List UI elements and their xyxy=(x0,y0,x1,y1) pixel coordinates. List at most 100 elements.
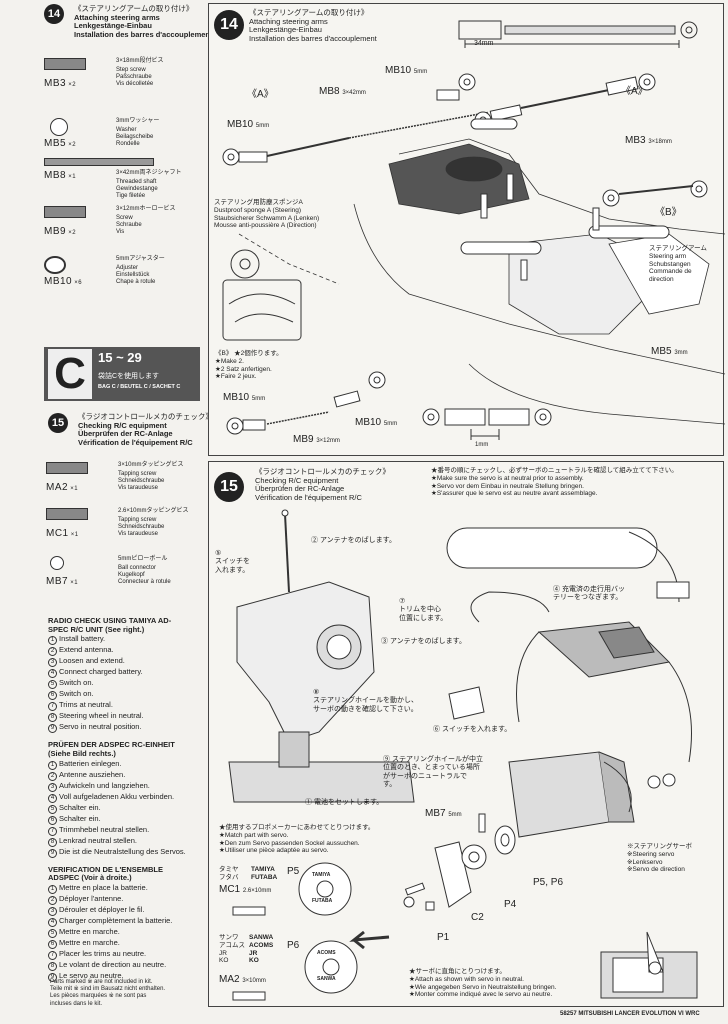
make-two-note: 《B》 ★2個作ります。 ★Make 2. ★2 Satz anfertigen… xyxy=(215,350,283,381)
instr-de-step-text: Schalter ein. xyxy=(59,802,101,812)
ma2-code-label: MA2 ×1 xyxy=(46,482,78,494)
mb3-part-icon xyxy=(44,58,86,70)
disc-p6-text-top: ACOMS xyxy=(317,950,336,956)
instr-fr-step-number: 8 xyxy=(48,961,57,971)
instr-fr-step-number: 5 xyxy=(48,928,57,938)
label-c2: C2 xyxy=(471,912,484,923)
instr-de-step-text: Aufwickeln und langziehen. xyxy=(59,780,150,790)
mb8-code: MB8 xyxy=(44,170,67,181)
mc1-code-label: MC1 ×1 xyxy=(46,528,79,540)
label-B: 《B》 xyxy=(655,207,682,218)
step-15-diagram-svg xyxy=(228,509,698,1001)
label-mc1: MC1 2.6×10mm xyxy=(219,884,272,895)
instr-en-step-number: 2 xyxy=(48,647,57,657)
mb5-code: MB5 xyxy=(44,138,67,149)
instr-en-step-number: 6 xyxy=(48,691,57,701)
instr-de-step-number: 5 xyxy=(48,804,57,814)
label-p5: P5 xyxy=(287,866,300,877)
label-p4: P4 xyxy=(504,899,517,910)
instr-en-step-text: Steering wheel in neutral. xyxy=(59,711,144,721)
sponge-note: ステアリング用防塵スポンジA Dustproof sponge A (Steer… xyxy=(214,199,320,230)
steering-rod-assembly-A xyxy=(222,109,500,166)
diagram-15-title-en: Checking R/C equipment xyxy=(255,475,339,485)
mc1-screw-drawing xyxy=(232,906,266,916)
instr-fr-step-text: Déployer l'antenne. xyxy=(59,893,124,903)
instr-de-step-number: 7 xyxy=(48,826,57,836)
servo-horn-parts xyxy=(403,813,516,911)
instr-de-step-number: 6 xyxy=(48,815,57,825)
mb7-code: MB7 xyxy=(46,576,69,587)
step-14-title-ja: 《ステアリングアームの取り付け》 xyxy=(74,4,194,13)
mc1-desc: Tapping screw Schneidschraube Vis taraud… xyxy=(118,517,165,538)
instr-fr-step-text: Le volant de direction au neutre. xyxy=(59,959,167,969)
instr-fr-step-number: 3 xyxy=(48,906,57,916)
mb8-code-label: MB8 ×1 xyxy=(44,170,76,182)
step-14-header: 《ステアリングアームの取り付け》 Attaching steering arms… xyxy=(74,4,213,40)
label-34mm: 34mm xyxy=(474,40,494,47)
instr-de-step-text: Schalter ein. xyxy=(59,813,101,823)
mb7-part-icon xyxy=(50,556,64,570)
callout-6: ⑥ スイッチを入れます。 xyxy=(433,726,512,733)
mc1-part-icon xyxy=(46,508,88,520)
mb7-desc: Ball connector Kugelkopf Connecteur à ro… xyxy=(118,565,171,586)
mb9-desc: Screw Schraube Vis xyxy=(116,215,142,236)
ma2-desc: Tapping screw Schneidschraube Vis taraud… xyxy=(118,471,165,492)
sanwa-acoms-ja: サンワ アコムス JR KO xyxy=(219,934,245,965)
callout-4: ④ 充電済の走行用バッ テリーをつなぎます。 xyxy=(553,586,625,602)
label-ma2: MA2 3×10mm xyxy=(219,974,266,985)
callout-8: ⑧ ステアリングホイールを動かし、 サーボの動きを確認して下さい。 xyxy=(313,689,418,713)
callout-3: ③ アンテナをのばします。 xyxy=(381,638,466,645)
mb5-ja: 3mmワッシャー xyxy=(116,118,160,124)
diagram-14-title-en: Attaching steering arms xyxy=(249,16,328,26)
step-15-badge: 15 xyxy=(48,413,68,433)
parts-marked-note: Parts marked ※ are not included in kit. … xyxy=(50,979,166,1007)
attach-right-angle-note: ★サーボに直角にとりつけます。 ★Attach as shown with se… xyxy=(409,968,557,999)
mb3-desc: Step screw Paßschraube Vis décolletée xyxy=(116,67,154,88)
instr-fr-step-number: 4 xyxy=(48,917,57,927)
instr-de-step-text: Voll aufgeladenen Akku verbinden. xyxy=(59,791,175,801)
assembly-arrow xyxy=(349,930,390,950)
instr-fr-step-text: Le servo au neutre. xyxy=(59,970,124,980)
ma2-ja: 3×10mmタッピングビス xyxy=(118,462,184,468)
step-14-title-de: Lenkgestänge-Einbau xyxy=(74,21,152,31)
step-14-diagram-badge: 14 xyxy=(214,10,244,40)
mb8-desc: Threaded shaft Gewindestange Tige fileté… xyxy=(116,179,158,200)
diagram-15-header: 《ラジオコントロールメカのチェック》 Checking R/C equipmen… xyxy=(255,467,390,503)
instr-de-step-text: Die ist die Neutralstellung des Servos. xyxy=(59,846,186,856)
mb7-code-label: MB7 ×1 xyxy=(46,576,78,588)
mb3-code-label: MB3 ×2 xyxy=(44,78,76,90)
mb8-qty: ×1 xyxy=(66,174,77,180)
instr-fr-step-text: Charger complètement la batterie. xyxy=(59,915,173,925)
instr-de-step-text: Trimmhebel neutral stellen. xyxy=(59,824,150,834)
instr-de-step-number: 4 xyxy=(48,793,57,803)
section-c-range: 15 ~ 29 xyxy=(98,350,142,365)
label-mb10-b1: MB10 5mm xyxy=(223,392,266,403)
instr-en-step-number: 1 xyxy=(48,636,57,646)
step-15-diagram-badge: 15 xyxy=(214,472,244,502)
label-mb7: MB7 5mm xyxy=(425,808,462,819)
instr-de-step-number: 8 xyxy=(48,837,57,847)
step-15-title-en: Checking R/C equipment xyxy=(78,420,167,430)
steering-arm-note: ステアリングアーム Steering arm Schubstangen Comm… xyxy=(649,245,707,284)
diagram-15-title-ja: 《ラジオコントロールメカのチェック》 xyxy=(255,467,390,476)
diagram-14-title-ja: 《ステアリングアームの取り付け》 xyxy=(249,8,369,17)
steering-servo-note: ※ステアリングサーボ ※Steering servo ※Lenkservo ※S… xyxy=(627,843,692,874)
instr-en-step-text: Connect charged battery. xyxy=(59,667,143,677)
section-c-banner: C 15 ~ 29 袋詰Cを使用します BAG C / BEUTEL C / S… xyxy=(44,347,200,401)
instr-fr-step-text: Mettre en marche. xyxy=(59,926,120,936)
label-mb5: MB5 3mm xyxy=(651,346,688,357)
step-15-diagram-panel: 15 《ラジオコントロールメカのチェック》 Checking R/C equip… xyxy=(208,461,724,1007)
instr-en-step-number: 7 xyxy=(48,702,57,712)
servo-neutral-note: ★番号の順にチェックし、必ずサーボのニュートラルを確認して組み立てて下さい。 ★… xyxy=(431,467,678,498)
section-c-en: BAG C / BEUTEL C / SACHET C xyxy=(98,384,181,390)
instr-en-step-number: 8 xyxy=(48,713,57,723)
